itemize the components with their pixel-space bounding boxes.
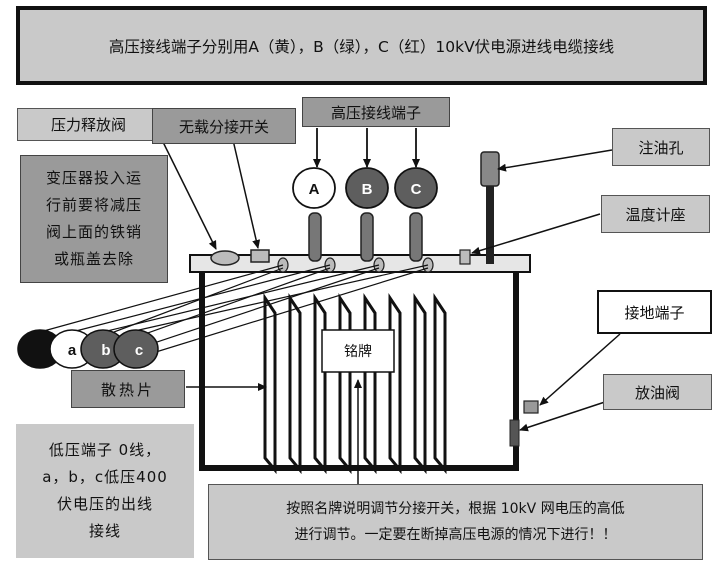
lv-terminal-b-label: b — [101, 342, 110, 359]
radiator-label: 散热片 — [71, 370, 185, 408]
thermometer-seat-label: 温度计座 — [601, 195, 710, 233]
grounding-terminal-label: 接地端子 — [597, 290, 712, 334]
hv-terminal-b — [345, 167, 389, 209]
oil-filler-pipe — [486, 178, 494, 264]
nameplate-label: 铭牌 — [344, 344, 372, 360]
lv-terminal-a-label: a — [68, 342, 77, 359]
lv-terminal-discs: a b c — [17, 329, 159, 369]
lv-terminals-note: 低压端子 0线， a，b，c低压400 伏电压的出线 接线 — [16, 424, 194, 558]
oil-filler-hole-label: 注油孔 — [612, 128, 710, 166]
hv-terminal-b-label: B — [362, 181, 373, 198]
radiator-fins — [263, 293, 447, 475]
hv-terminal-c — [394, 167, 438, 209]
no-load-tap-changer-label: 无载分接开关 — [152, 108, 296, 144]
pre-operation-note: 变压器投入运 行前要将减压 阀上面的铁销 或瓶盖去除 — [20, 155, 168, 283]
hv-terminal-a-label: A — [309, 181, 320, 198]
hv-terminal-a — [292, 167, 336, 209]
hv-bushings — [308, 212, 423, 262]
nameplate-plate — [321, 329, 395, 373]
leader-lines — [161, 139, 621, 490]
lv-terminal-c — [113, 329, 159, 369]
title-banner-text: 高压接线端子分别用A（黄），B（绿），C（红）10kV伏电源进线电缆接线 — [108, 37, 615, 56]
tap-adjust-note: 按照名牌说明调节分接开关，根据 10kV 网电压的高低 进行调节。一定要在断掉高… — [208, 484, 703, 560]
drain-valve-part — [523, 400, 539, 414]
grounding-terminal-part — [509, 419, 520, 447]
pressure-relief-valve-part — [210, 250, 240, 266]
tap-changer-part — [250, 249, 270, 263]
hv-terminal-c-label: C — [411, 181, 422, 198]
drain-valve-label: 放油阀 — [603, 374, 712, 410]
hv-terminals-label: 高压接线端子 — [302, 97, 450, 127]
hv-arrows — [313, 128, 420, 168]
oil-filler-cap — [480, 151, 500, 187]
pressure-relief-valve-label: 压力释放阀 — [17, 108, 160, 141]
hv-terminal-discs: A B C — [292, 167, 438, 209]
title-banner: 高压接线端子分别用A（黄），B（绿），C（红）10kV伏电源进线电缆接线 — [16, 6, 707, 85]
lv-terminal-c-label: c — [135, 342, 143, 359]
